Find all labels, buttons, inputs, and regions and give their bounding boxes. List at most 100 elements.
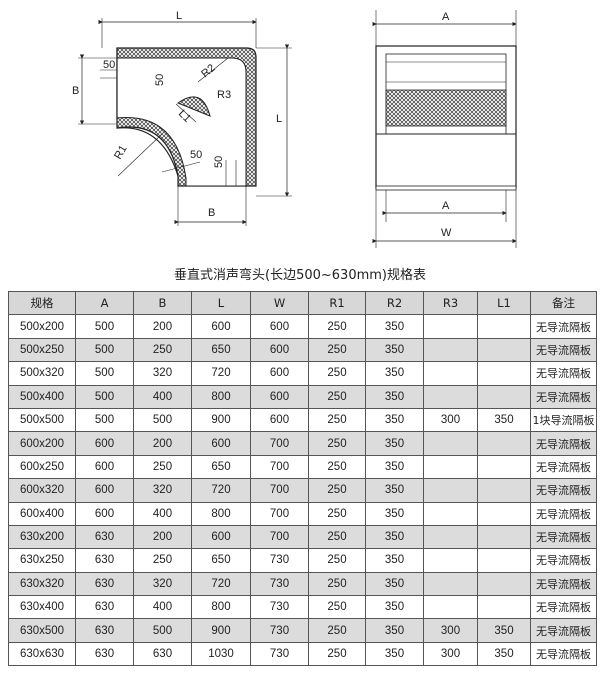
column-header: L <box>191 290 251 316</box>
table-cell: 630 <box>75 524 134 550</box>
table-cell: 630x250 <box>8 548 76 573</box>
column-header: 备注 <box>530 290 597 316</box>
table-cell <box>477 548 531 573</box>
table-cell: 500 <box>133 407 192 433</box>
dim-50-inner: 50 <box>154 74 166 86</box>
table-cell: 350 <box>365 478 424 503</box>
table-cell: 500x400 <box>8 384 76 409</box>
table-cell: 350 <box>365 548 424 573</box>
table-cell: 800 <box>191 595 251 620</box>
column-header: W <box>250 290 309 316</box>
table-cell <box>423 384 478 409</box>
table-cell: 720 <box>191 478 251 503</box>
table-cell: 630 <box>75 548 134 573</box>
table-cell: 500 <box>75 407 134 433</box>
table-cell: 500x200 <box>8 314 76 339</box>
table-cell: 350 <box>365 618 424 643</box>
table-cell <box>477 337 531 363</box>
table-cell: 600 <box>191 524 251 550</box>
table-cell: 700 <box>250 431 309 456</box>
table-cell: 500x320 <box>8 361 76 386</box>
table-cell: 730 <box>250 548 309 573</box>
table-cell: 600 <box>250 314 309 339</box>
table-cell: 350 <box>365 454 424 480</box>
table-cell <box>423 431 478 456</box>
table-cell: 200 <box>133 431 192 456</box>
dim-W: W <box>441 227 452 239</box>
table-cell: 350 <box>365 595 424 620</box>
table-cell <box>423 361 478 386</box>
table-cell: 无导流隔板 <box>530 454 597 480</box>
table-cell: 320 <box>133 478 192 503</box>
table-cell <box>423 337 478 363</box>
table-cell: 630 <box>133 641 192 667</box>
table-cell: 600 <box>75 501 134 526</box>
table-cell: 250 <box>308 431 366 456</box>
table-cell: 600 <box>250 384 309 409</box>
table-cell: 200 <box>133 524 192 550</box>
table-cell: 700 <box>250 501 309 526</box>
table-cell: 250 <box>308 641 366 667</box>
table-cell: 500 <box>75 361 134 386</box>
elbow-side-view: L B 50 50 R2 R3 L1 R1 50 50 B <box>72 10 292 226</box>
table-cell: 630x320 <box>8 571 76 597</box>
table-cell: 320 <box>133 571 192 597</box>
table-cell: 720 <box>191 361 251 386</box>
table-cell: 600x200 <box>8 431 76 456</box>
column-header: A <box>75 290 134 316</box>
column-header: L1 <box>477 290 531 316</box>
table-cell: 350 <box>365 641 424 667</box>
table-cell: 630 <box>75 571 134 597</box>
table-cell: 无导流隔板 <box>530 571 597 597</box>
table-cell: 350 <box>365 337 424 363</box>
table-cell: 350 <box>477 407 531 433</box>
table-cell: 630 <box>75 595 134 620</box>
table-cell: 250 <box>133 548 192 573</box>
column-header: R3 <box>423 290 478 316</box>
table-cell: 600 <box>191 314 251 339</box>
turning-vane <box>176 96 211 117</box>
table-cell: 600 <box>75 454 134 480</box>
table-cell: 400 <box>133 595 192 620</box>
dim-50-side: 50 <box>213 156 225 168</box>
table-cell: 无导流隔板 <box>530 641 597 667</box>
table-cell: 无导流隔板 <box>530 478 597 503</box>
table-cell: 730 <box>250 641 309 667</box>
dim-A-bottom: A <box>442 200 450 212</box>
table-cell: 720 <box>191 571 251 597</box>
table-cell: 630x400 <box>8 595 76 620</box>
table-cell: 350 <box>477 618 531 643</box>
table-cell: 200 <box>133 314 192 339</box>
table-cell: 300 <box>423 618 478 643</box>
table-cell: 600 <box>75 431 134 456</box>
table-cell: 700 <box>250 454 309 480</box>
table-cell: 700 <box>250 524 309 550</box>
dim-50-bottom: 50 <box>190 149 202 161</box>
table-cell <box>477 571 531 597</box>
table-cell: 600 <box>250 361 309 386</box>
table-cell: 600 <box>250 407 309 433</box>
table-cell: 320 <box>133 361 192 386</box>
table-cell: 350 <box>365 407 424 433</box>
table-cell: 350 <box>365 501 424 526</box>
label-R3: R3 <box>217 89 231 101</box>
table-cell: 250 <box>308 548 366 573</box>
table-cell: 600x250 <box>8 454 76 480</box>
table-cell <box>477 478 531 503</box>
dim-B-left: B <box>72 85 79 97</box>
technical-drawing: L B 50 50 R2 R3 L1 R1 50 50 B <box>72 10 517 248</box>
elbow-air-passage <box>116 57 247 187</box>
table-cell: 650 <box>191 454 251 480</box>
